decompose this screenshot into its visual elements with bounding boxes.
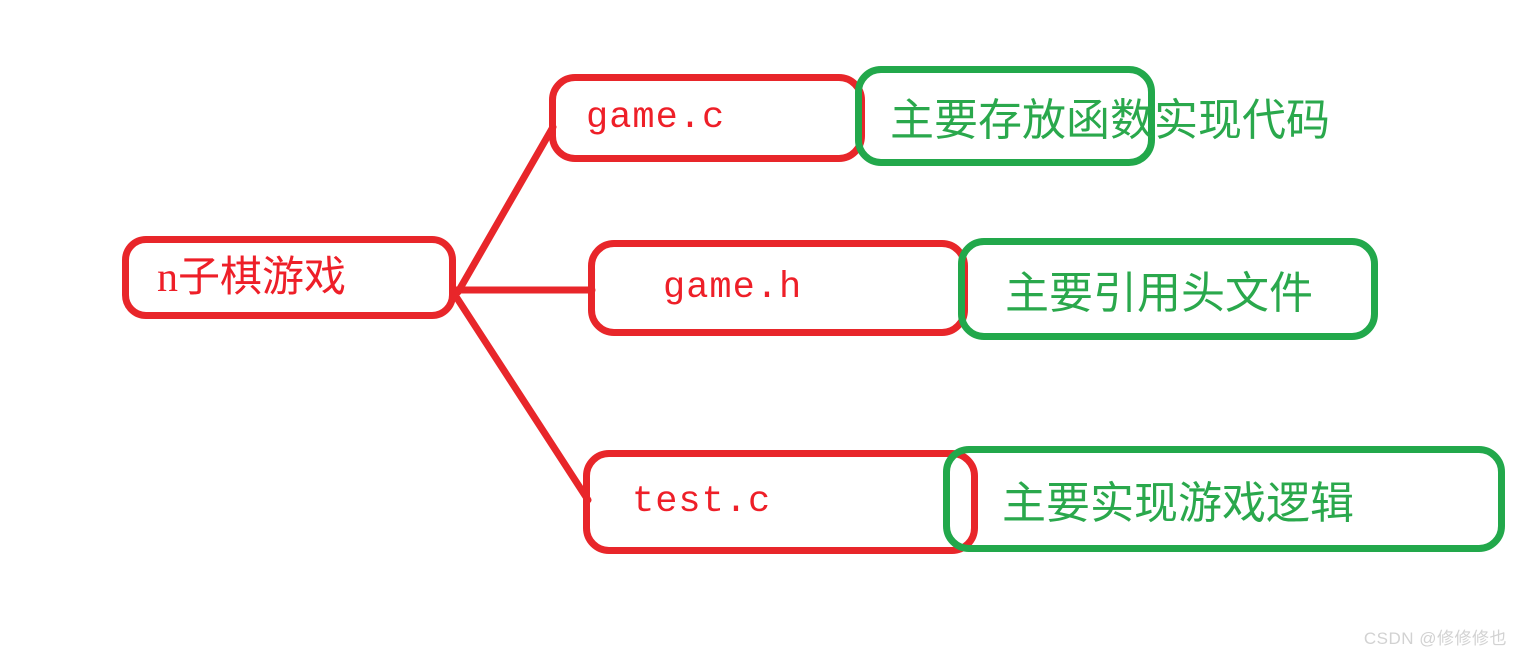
connector-root-to-game-c xyxy=(454,123,557,296)
node-desc-game-h-label: 主要引用头文件 xyxy=(1005,269,1313,318)
node-file-test-c-label: test.c xyxy=(632,481,772,523)
node-root[interactable]: n子棋游戏 xyxy=(122,236,456,319)
node-desc-test-c[interactable]: 主要实现游戏逻辑 xyxy=(943,446,1505,552)
node-file-game-h[interactable]: game.h xyxy=(588,240,968,336)
watermark: CSDN @修修修也 xyxy=(1363,629,1507,648)
node-desc-test-c-label: 主要实现游戏逻辑 xyxy=(1002,479,1354,528)
node-root-label: n子棋游戏 xyxy=(157,254,347,301)
node-desc-game-h[interactable]: 主要引用头文件 xyxy=(958,238,1378,340)
node-file-game-c[interactable]: game.c xyxy=(549,74,865,162)
connector-root-to-test-c xyxy=(451,291,592,504)
node-desc-game-c-label: 主要存放函数实现代码 xyxy=(890,96,1330,145)
node-file-test-c[interactable]: test.c xyxy=(583,450,978,554)
node-file-game-h-label: game.h xyxy=(663,267,803,309)
node-desc-game-c[interactable]: 主要存放函数实现代码 xyxy=(855,66,1330,166)
node-file-game-c-label: game.c xyxy=(586,97,726,139)
